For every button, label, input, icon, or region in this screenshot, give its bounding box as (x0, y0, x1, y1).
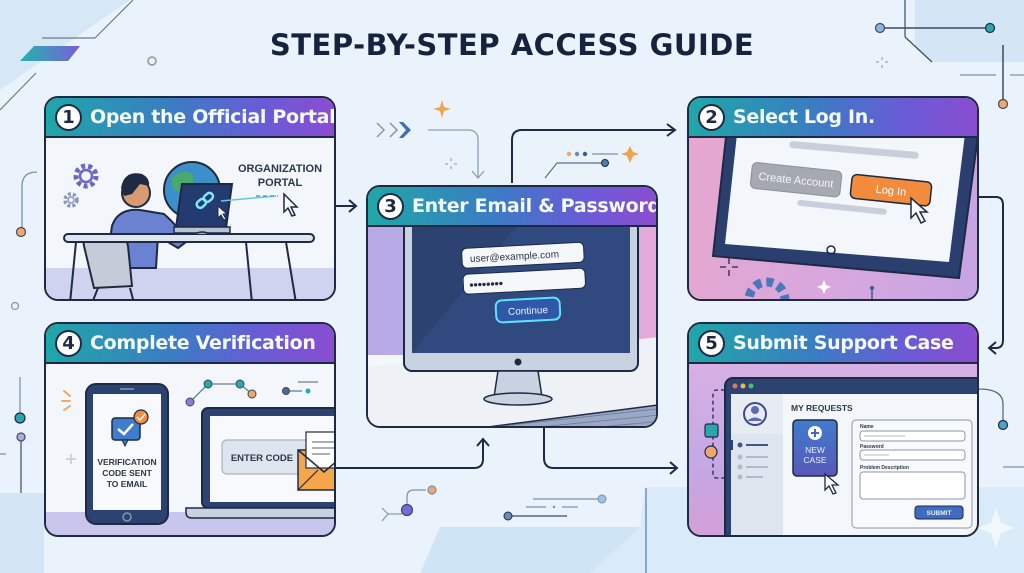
new-case-line1: NEW (805, 445, 825, 455)
desk-illustration (63, 233, 315, 299)
continue-button: Continue (508, 305, 549, 318)
gear-icon (73, 163, 99, 189)
keyboard-icon (489, 404, 656, 426)
step-title: Open the Official Portal. (90, 106, 336, 128)
network-dots-icon (185, 379, 318, 407)
my-requests-heading: MY REQUESTS (791, 403, 853, 413)
step-illustration: ORGANIZATION PORTAL (46, 138, 334, 299)
chat-check-icon (111, 409, 149, 448)
step-illustration: MY REQUESTS NEW CASE Name Password Probl… (689, 364, 977, 535)
email-input: user@example.com (470, 249, 560, 265)
step-illustration: Create Account Log In (689, 127, 977, 299)
new-case-line2: CASE (803, 455, 826, 465)
page-title: STEP-BY-STEP ACCESS GUIDE (269, 28, 755, 62)
enter-code-field: ENTER CODE (231, 453, 293, 464)
name-field-label: Name (860, 424, 874, 430)
step-illustration: VERIFICATION CODE SENT TO EMAIL ENTER C (46, 364, 334, 535)
step-number-badge: 1 (55, 103, 82, 131)
step-title: Enter Email & Password. (412, 195, 658, 217)
step-card-5: 5 Submit Support Case (687, 322, 979, 537)
step-number-badge: 5 (698, 329, 725, 357)
user-avatar-icon (743, 402, 767, 426)
step-number-badge: 3 (377, 192, 404, 220)
cursor-icon (824, 472, 840, 495)
step-number-badge: 2 (698, 103, 725, 131)
phone-message-line1: VERIFICATION (97, 457, 156, 467)
step-card-2: 2 Select Log In. Create Account Log In (687, 96, 979, 301)
step-header: 1 Open the Official Portal. (46, 98, 334, 138)
step-title: Submit Support Case (733, 332, 954, 354)
step-header: 3 Enter Email & Password. (368, 187, 656, 227)
link-icon (195, 191, 215, 210)
step-header: 4 Complete Verification (46, 324, 334, 364)
step-number-badge: 4 (55, 329, 82, 357)
step-card-3: 3 Enter Email & Password. user@example.c… (366, 185, 658, 428)
cursor-icon (910, 196, 929, 225)
support-form: Name Password Problem Description SUBMIT (851, 419, 973, 529)
laptop-icon (173, 183, 234, 234)
envelope-icon (297, 431, 334, 491)
submit-button: SUBMIT (927, 510, 952, 517)
step-title: Select Log In. (733, 106, 875, 128)
cursor-icon (283, 192, 299, 217)
login-button: Log In (875, 184, 907, 199)
step-header: 5 Submit Support Case (689, 324, 977, 364)
step-title: Complete Verification (90, 332, 316, 354)
portal-label-line1: ORGANIZATION (238, 163, 322, 175)
password-input: •••••••• (469, 276, 503, 292)
phone-icon (85, 383, 169, 525)
timeline-connector (704, 389, 725, 479)
step-card-4: 4 Complete Verification VERIFICAT (44, 322, 336, 537)
new-case-button: NEW CASE (792, 419, 838, 477)
step-header: 2 Select Log In. (689, 98, 977, 138)
chevrons-icon (376, 122, 411, 138)
step-card-1: 1 Open the Official Portal. (44, 96, 336, 301)
step-illustration: user@example.com •••••••• Continue (368, 220, 656, 426)
problem-field-label: Problem Description (860, 465, 909, 471)
phone-message-line3: TO EMAIL (107, 479, 147, 489)
gear-icon (63, 192, 79, 208)
password-field-label: Password (860, 444, 884, 450)
portal-label-line2: PORTAL (258, 177, 303, 189)
phone-message-line2: CODE SENT (102, 468, 152, 478)
gear-icon (744, 277, 790, 299)
